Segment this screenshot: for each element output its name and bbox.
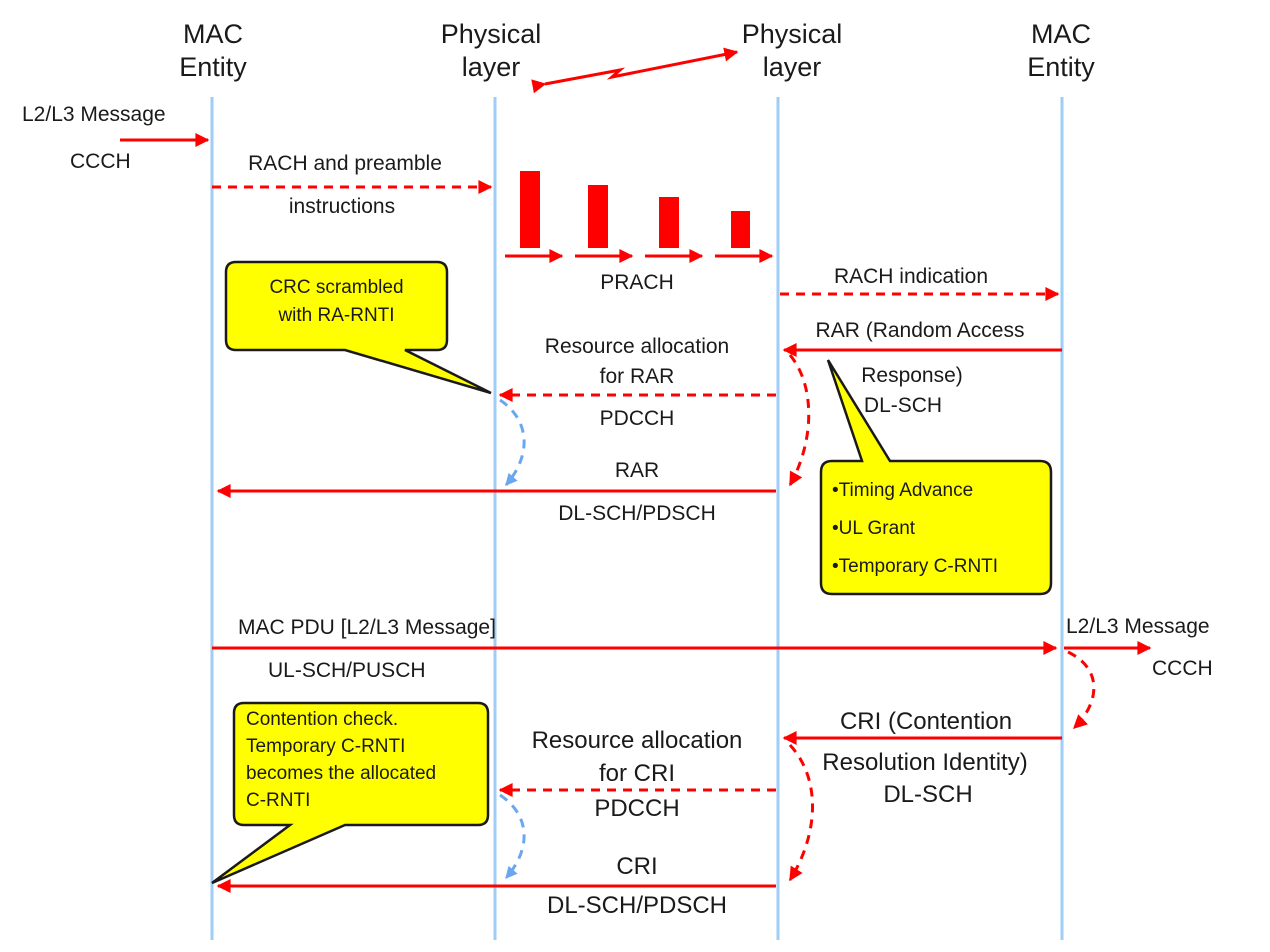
label-cri-response-3: DL-SCH: [883, 781, 973, 808]
curve-red-cri: [788, 743, 814, 882]
label-resource-alloc-rar-2: for RAR: [599, 365, 675, 388]
label-rar-response-3: DL-SCH: [863, 394, 943, 417]
left-l2l3-message: L2/L3 Message: [22, 103, 166, 126]
label-resource-alloc-cri-1: Resource allocation: [531, 727, 743, 754]
curve-blue-cri: [499, 793, 526, 879]
label-resource-alloc-cri-3: PDCCH: [594, 795, 680, 822]
label-cri: CRI: [616, 853, 658, 880]
right-l2l3-message: L2/L3 Message: [1066, 615, 1210, 638]
header-mac-left-line2: Entity: [179, 52, 247, 82]
label-rar-pdsch: DL-SCH/PDSCH: [558, 502, 716, 525]
prach-bar-3: [659, 197, 679, 248]
label-cri-pdsch: DL-SCH/PDSCH: [546, 892, 728, 919]
label-rar-response-1: RAR (Random Access: [815, 319, 1025, 342]
note-crc-bubble: [224, 260, 492, 395]
header-mac-right-line1: MAC: [1031, 19, 1091, 49]
left-ccch: CCCH: [70, 150, 131, 173]
note-contention-text: Contention check. Temporary C-RNTI becom…: [246, 706, 436, 814]
label-rar: RAR: [614, 459, 660, 482]
note-contention-line2: Temporary C-RNTI: [246, 736, 406, 757]
note-contention-line1: Contention check.: [246, 709, 399, 730]
label-ul-sch-pusch: UL-SCH/PUSCH: [268, 659, 426, 682]
header-mac-left-line1: MAC: [183, 19, 243, 49]
note-rar-item-timing-advance: •Timing Advance: [832, 480, 974, 501]
curve-blue-rar: [499, 398, 526, 486]
header-phy-right-line2: layer: [762, 52, 822, 82]
right-ccch: CCCH: [1152, 657, 1213, 680]
label-prach: PRACH: [600, 271, 674, 294]
header-phy-right-line1: Physical: [741, 19, 843, 49]
label-resource-alloc-rar-1: Resource allocation: [544, 335, 730, 358]
prach-bars: [520, 171, 750, 248]
header-physical-layer-left: Physical layer: [441, 21, 542, 81]
note-contention-line4: C-RNTI: [246, 790, 311, 811]
label-rach-preamble-1: RACH and preamble: [248, 152, 442, 175]
label-mac-pdu: MAC PDU [L2/L3 Message]: [238, 616, 496, 639]
header-phy-left-line1: Physical: [440, 19, 542, 49]
label-resource-alloc-cri-2: for CRI: [598, 760, 676, 787]
note-crc-line1: CRC scrambled: [269, 277, 404, 298]
header-mac-entity-right: MAC Entity: [1027, 21, 1095, 81]
radio-link-arrow: [531, 47, 739, 94]
prach-bar-4: [731, 211, 750, 248]
label-rach-preamble-2: instructions: [288, 195, 396, 218]
header-mac-entity-left: MAC Entity: [179, 21, 247, 81]
note-crc-text: CRC scrambled with RA-RNTI: [236, 274, 437, 330]
note-rar-contents-bubble: [819, 359, 1053, 596]
label-rach-indication: RACH indication: [833, 265, 989, 288]
note-contention-line3: becomes the allocated: [246, 763, 437, 784]
note-crc-line2: with RA-RNTI: [278, 305, 395, 326]
label-cri-response-2: Resolution Identity): [822, 749, 1028, 776]
curve-red-mac-right: [1067, 650, 1096, 730]
prach-bar-1: [520, 171, 540, 248]
prach-bar-2: [588, 185, 608, 248]
label-rar-response-2: Response): [861, 364, 963, 387]
header-phy-left-line2: layer: [461, 52, 521, 82]
label-cri-response-1: CRI (Contention: [839, 708, 1013, 735]
note-rar-item-2-text: UL Grant: [838, 518, 916, 539]
note-rar-item-temp-crnti: •Temporary C-RNTI: [832, 556, 999, 577]
note-rar-item-3-text: Temporary C-RNTI: [838, 556, 999, 577]
label-resource-alloc-rar-3: PDCCH: [599, 407, 675, 430]
header-physical-layer-right: Physical layer: [742, 21, 843, 81]
note-rar-item-ul-grant: •UL Grant: [832, 518, 916, 539]
header-mac-right-line2: Entity: [1027, 52, 1095, 82]
note-rar-item-1-text: Timing Advance: [838, 480, 974, 501]
curve-red-rar: [788, 354, 811, 487]
note-contention-bubble: [211, 701, 490, 885]
